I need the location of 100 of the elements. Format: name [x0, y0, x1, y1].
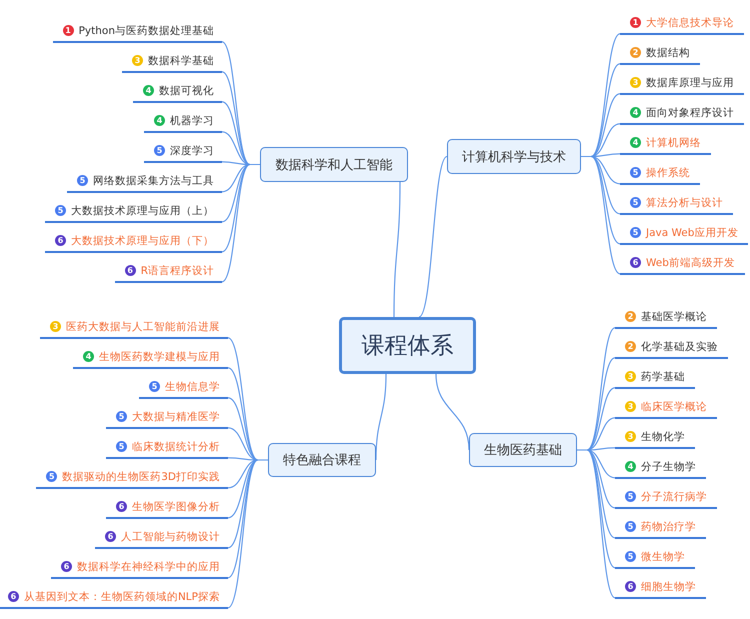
number-badge: 2	[625, 311, 636, 322]
course-item	[615, 458, 706, 479]
course-item	[620, 74, 744, 95]
course-item	[73, 348, 228, 369]
course-item	[106, 408, 228, 429]
course-name: 数据科学在神经科学中的应用	[77, 560, 220, 574]
number-badge: 5	[149, 381, 160, 392]
number-badge: 5	[625, 521, 636, 532]
number-badge: 3	[132, 55, 143, 66]
number-badge: 5	[625, 551, 636, 562]
course-item	[51, 558, 228, 579]
root-topic-box: 课程体系	[339, 317, 476, 374]
course-name: 大学信息技术导论	[646, 16, 734, 30]
topic-box: 生物医药基础	[469, 433, 577, 467]
number-badge: 3	[625, 371, 636, 382]
course-item	[36, 468, 228, 489]
course-item	[620, 14, 744, 35]
course-item	[133, 82, 222, 103]
number-badge: 5	[630, 167, 641, 178]
branch-line	[228, 459, 268, 608]
number-badge: 5	[625, 491, 636, 502]
course-name: 从基因到文本：生物医药领域的NLP探索	[24, 590, 220, 604]
course-item	[620, 194, 733, 215]
course-item	[615, 428, 695, 449]
course-name: 算法分析与设计	[646, 196, 723, 210]
number-badge: 3	[625, 401, 636, 412]
topic-box: 计算机科学与技术	[447, 139, 581, 174]
number-badge: 3	[625, 431, 636, 442]
course-name: 生物化学	[641, 430, 685, 444]
number-badge: 5	[630, 197, 641, 208]
course-name: 分子流行病学	[641, 490, 707, 504]
course-item	[144, 142, 222, 163]
course-name: 数据驱动的生物医药3D打印实践	[62, 470, 220, 484]
course-item	[67, 172, 222, 193]
branch-line	[393, 182, 401, 317]
branch-line	[222, 164, 260, 282]
course-name: 操作系统	[646, 166, 690, 180]
number-badge: 6	[124, 265, 136, 276]
number-badge: 5	[630, 227, 641, 238]
course-name: 生物信息学	[165, 380, 220, 394]
course-name: Java Web应用开发	[646, 226, 738, 240]
course-item	[106, 438, 228, 459]
course-item	[40, 318, 228, 339]
course-item	[615, 578, 706, 599]
course-name: 网络数据采集方法与工具	[93, 174, 214, 188]
course-item	[0, 588, 228, 609]
course-item	[45, 202, 222, 223]
course-name: 机器学习	[170, 114, 214, 128]
course-name: 人工智能与药物设计	[121, 530, 220, 544]
branch-line	[581, 156, 620, 274]
number-badge: 1	[630, 17, 641, 28]
number-badge: 5	[116, 441, 127, 452]
course-name: 药物治疗学	[641, 520, 696, 534]
course-item	[620, 254, 745, 275]
number-badge: 5	[77, 175, 88, 186]
course-item	[615, 308, 717, 329]
number-badge: 1	[62, 25, 74, 36]
course-item	[615, 488, 717, 509]
course-item	[139, 378, 228, 399]
course-name: Python与医药数据处理基础	[78, 24, 214, 38]
course-name: 临床医学概论	[641, 400, 707, 414]
course-name: 药学基础	[641, 370, 685, 384]
course-item	[620, 44, 700, 65]
course-item	[615, 398, 717, 419]
course-item	[45, 232, 222, 253]
course-name: 生物医药数学建模与应用	[99, 350, 220, 364]
course-name: 计算机网络	[646, 136, 701, 150]
number-badge: 4	[83, 351, 94, 362]
course-item	[620, 224, 748, 245]
number-badge: 6	[8, 591, 19, 602]
course-item	[620, 164, 700, 185]
number-badge: 5	[116, 411, 127, 422]
course-name: R语言程序设计	[140, 264, 214, 278]
course-name: 化学基础及实验	[641, 340, 718, 354]
number-badge: 4	[625, 461, 636, 472]
number-badge: 6	[61, 561, 72, 572]
branch-line	[577, 449, 616, 598]
course-item	[620, 104, 744, 125]
number-badge: 6	[630, 257, 641, 268]
course-name: Web前端高级开发	[646, 256, 735, 270]
number-badge: 6	[116, 501, 127, 512]
course-name: 面向对象程序设计	[646, 106, 734, 120]
course-name: 分子生物学	[641, 460, 696, 474]
course-item	[615, 368, 695, 389]
branch-line	[375, 374, 387, 460]
number-badge: 5	[154, 145, 165, 156]
course-item	[106, 498, 228, 519]
number-badge: 6	[55, 235, 66, 246]
course-name: 数据科学基础	[148, 54, 214, 68]
topic-box: 数据科学和人工智能	[260, 147, 408, 182]
course-item	[95, 528, 228, 549]
course-name: 数据库原理与应用	[646, 76, 734, 90]
course-item	[615, 518, 706, 539]
course-name: 基础医学概论	[641, 310, 707, 324]
number-badge: 2	[630, 47, 641, 58]
number-badge: 2	[625, 341, 636, 352]
course-name: 大数据技术原理与应用（上）	[71, 204, 214, 218]
course-name: 生物医学图像分析	[132, 500, 220, 514]
course-item	[52, 22, 222, 43]
number-badge: 3	[50, 321, 61, 332]
